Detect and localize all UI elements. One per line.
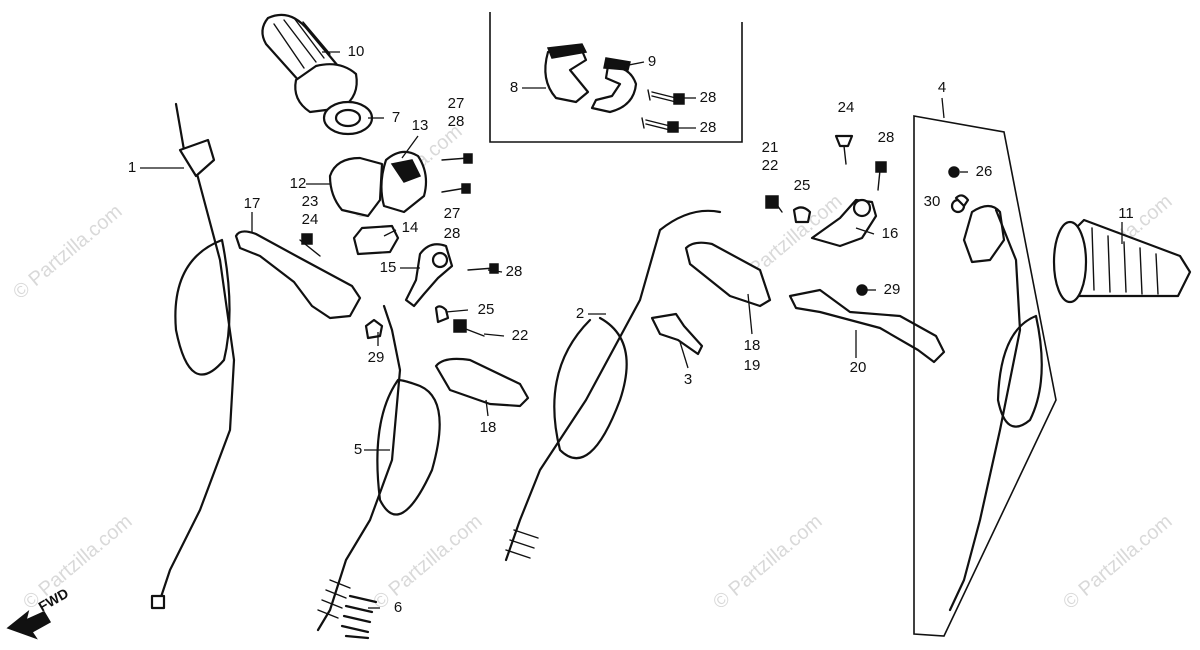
cable-2 [504, 209, 722, 562]
callout-13: 13 [412, 117, 429, 134]
callout-17: 17 [244, 195, 261, 212]
spring [340, 594, 378, 640]
callout-16: 16 [882, 225, 899, 242]
callout-19: 19 [744, 357, 761, 374]
fasteners [299, 134, 970, 340]
callout-12: 12 [290, 175, 307, 192]
callout-29: 29 [368, 349, 385, 366]
callout-30: 30 [924, 193, 941, 210]
lever-perch-right [810, 198, 878, 248]
watermark: © Partzilla.com [1059, 510, 1176, 613]
callout-28: 28 [878, 129, 895, 146]
clamp-upper-right [590, 57, 638, 114]
callout-6: 6 [394, 599, 402, 616]
callout-21: 21 [762, 139, 779, 156]
bolts-inset [641, 89, 685, 133]
callout-7: 7 [392, 109, 400, 126]
callout-18: 18 [744, 337, 761, 354]
callout-1: 1 [128, 159, 136, 176]
callout-25: 25 [478, 301, 495, 318]
callout-28: 28 [506, 263, 523, 280]
callout-24: 24 [302, 211, 319, 228]
lever-cover-left [434, 357, 530, 408]
callout-22: 22 [762, 157, 779, 174]
callout-labels: 10 7 27 28 13 8 9 28 28 1 12 23 24 17 27… [128, 43, 1134, 616]
watermark: © Partzilla.com [19, 510, 136, 613]
callout-11: 11 [1118, 205, 1134, 222]
cable-5 [316, 304, 441, 632]
cable-guide [650, 312, 704, 356]
callout-24: 24 [838, 99, 855, 116]
lever-perch-left [404, 243, 454, 308]
callout-5: 5 [354, 441, 362, 458]
callout-27: 27 [448, 95, 465, 112]
callout-8: 8 [510, 79, 518, 96]
callout-14: 14 [402, 219, 419, 236]
cable-4 [948, 208, 1043, 612]
callout-28: 28 [448, 113, 465, 130]
callout-9: 9 [648, 53, 656, 70]
inset-box [489, 12, 743, 143]
leader-lines [140, 51, 1123, 609]
throttle-grip [261, 13, 374, 136]
callout-28: 28 [444, 225, 461, 242]
callout-26: 26 [976, 163, 993, 180]
callout-2: 2 [576, 305, 584, 322]
clutch-lever [234, 230, 362, 320]
callout-25: 25 [794, 177, 811, 194]
lever-cover-right [684, 241, 772, 308]
callout-4: 4 [938, 79, 946, 96]
callout-29: 29 [884, 281, 901, 298]
forward-arrow-icon [6, 610, 52, 640]
callout-10: 10 [348, 43, 365, 60]
switch-housing [328, 150, 428, 256]
callout-22: 22 [512, 327, 529, 344]
clamp-upper-left [544, 43, 590, 104]
callout-20: 20 [850, 359, 867, 376]
callout-27: 27 [444, 205, 461, 222]
switch-panel [913, 115, 1057, 637]
watermark: © Partzilla.com [9, 200, 126, 303]
brake-lever [788, 288, 946, 364]
callout-28: 28 [700, 119, 717, 136]
cable-1 [150, 102, 236, 610]
callout-23: 23 [302, 193, 319, 210]
callout-3: 3 [684, 371, 692, 388]
kill-switch [948, 166, 1006, 264]
callout-28: 28 [700, 89, 717, 106]
watermark: © Partzilla.com [709, 510, 826, 613]
callout-18: 18 [480, 419, 497, 436]
left-grip [1052, 218, 1192, 304]
callout-15: 15 [380, 259, 397, 276]
watermark: © Partzilla.com [369, 510, 486, 613]
